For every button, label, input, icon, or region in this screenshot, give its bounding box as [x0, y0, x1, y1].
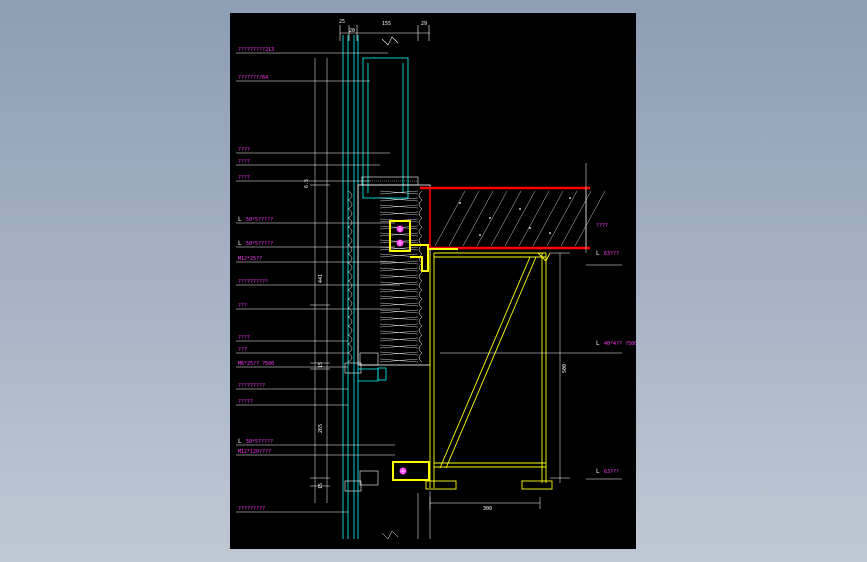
- dim-right-span: 500: [562, 364, 568, 373]
- label-leaders: [236, 52, 400, 513]
- label-l18: ?????????: [238, 506, 265, 512]
- steel-brackets: [389, 220, 458, 481]
- insulation-scallops: [347, 190, 423, 363]
- label-prefix-l6: L: [238, 216, 242, 223]
- lower-glazing-box: [358, 368, 379, 382]
- dim-25: 25: [339, 19, 345, 25]
- label-prefix-r3: L: [596, 340, 600, 347]
- dim-15a: 15: [318, 362, 324, 368]
- anchor-bolts: [396, 225, 407, 475]
- label-r2: 63???: [604, 251, 619, 257]
- dim-300: 300: [483, 506, 492, 512]
- dim-29: 29: [421, 21, 427, 27]
- label-r4: 63???: [604, 469, 619, 475]
- cad-drawing-canvas: 25 20 155 29 6.5 441 15 265 15: [230, 13, 636, 549]
- mullion-clamps: [344, 352, 379, 492]
- label-l14: ?????????: [238, 383, 265, 389]
- label-l10: ???: [238, 303, 247, 309]
- label-prefix-r4: L: [596, 468, 600, 475]
- left-labels: ?????????213 ????????64???????????? L 50*5?…: [238, 47, 274, 512]
- mullion-lines: [342, 35, 409, 539]
- label-l11: ????: [238, 335, 250, 341]
- steel-frame: [425, 252, 553, 490]
- dim-265: 265: [318, 424, 324, 433]
- concrete-slab: [420, 186, 606, 250]
- label-l5: ????: [238, 175, 250, 181]
- dim-15b: 15: [318, 483, 324, 489]
- curtain-wall-section-detail: 25 20 155 29 6.5 441 15 265 15: [236, 19, 636, 540]
- label-prefix-l7: L: [238, 240, 242, 247]
- top-dimension-lines: [339, 25, 430, 46]
- dim-155: 155: [382, 21, 391, 27]
- label-l4: ????: [238, 159, 250, 165]
- label-l16: 50*5?????: [246, 439, 273, 445]
- label-r1: ????: [596, 223, 608, 229]
- dim-20: 20: [349, 28, 355, 34]
- label-l7: 50*5?????: [246, 241, 273, 247]
- right-dimension-lines: [381, 163, 622, 540]
- label-l17: M12*120????: [238, 449, 271, 455]
- label-prefix-r2: L: [596, 250, 600, 257]
- label-l8: M12*25??: [238, 256, 262, 262]
- label-l13: M6*25?? ?500: [238, 361, 274, 367]
- label-l3: ????: [238, 147, 250, 153]
- label-l6: 50*5?????: [246, 217, 273, 223]
- label-prefix-l16: L: [238, 438, 242, 445]
- label-r3: 40*4?? ?500: [604, 341, 636, 347]
- dim-65: 6.5: [304, 179, 310, 188]
- label-l1: ?????????213: [238, 47, 274, 53]
- label-l9: ??????????: [238, 279, 268, 285]
- label-l2: ????????64: [238, 75, 268, 81]
- label-l12: ???: [238, 347, 247, 353]
- left-dimension-lines: [310, 58, 330, 503]
- dim-441: 441: [318, 274, 324, 283]
- label-l15: ?????: [238, 399, 253, 405]
